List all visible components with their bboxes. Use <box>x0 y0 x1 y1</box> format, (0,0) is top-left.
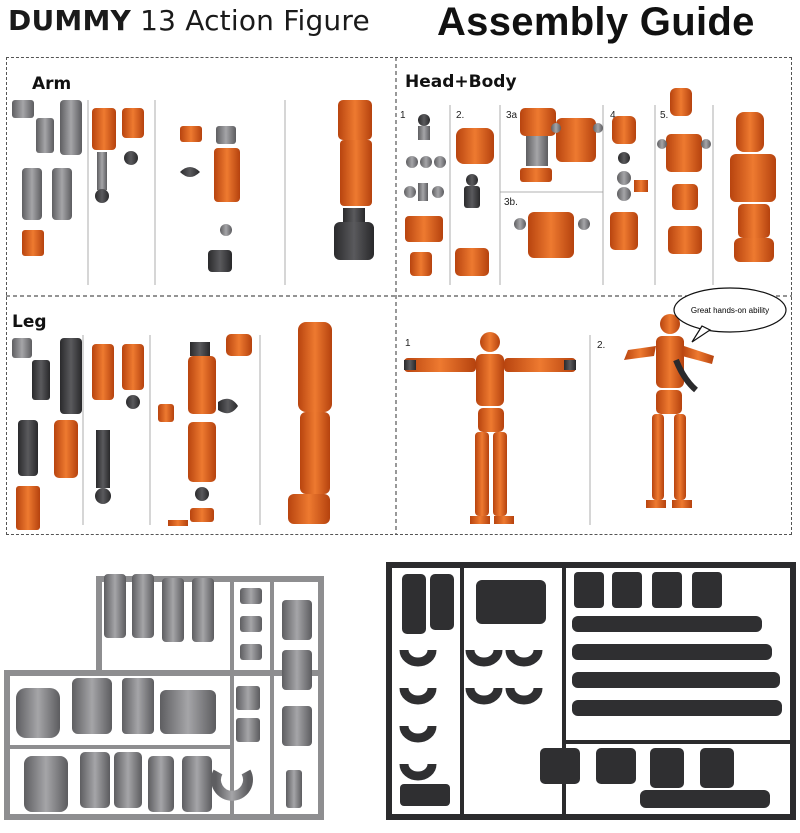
section-label-arm: Arm <box>32 74 72 94</box>
step-dividers <box>82 100 714 525</box>
speech-bubble-text: Great hands-on ability <box>691 306 769 315</box>
step-number: 4. <box>610 110 619 121</box>
step-number: 2. <box>456 110 465 121</box>
step-number: 3a <box>506 110 518 121</box>
head-body-parts <box>404 88 776 276</box>
black-sprue <box>386 562 796 820</box>
step-number: 3b. <box>504 197 518 208</box>
brand-name: DUMMY <box>8 4 131 37</box>
guide-title: Assembly Guide <box>437 0 755 44</box>
panel-dividers <box>6 57 792 535</box>
arm-parts <box>12 100 374 272</box>
step-number: 5. <box>660 110 669 121</box>
leg-parts <box>12 322 332 530</box>
figure-tpose <box>404 332 576 524</box>
section-label-leg: Leg <box>12 312 47 332</box>
step-number: 1 <box>405 338 411 349</box>
product-title: DUMMY 13 Action Figure <box>8 4 370 37</box>
step-number: 1 <box>400 110 406 121</box>
gray-sprue <box>4 574 324 820</box>
figure-posed: Great hands-on ability <box>624 287 787 508</box>
step-number: 2. <box>597 340 606 351</box>
product-subtitle: 13 Action Figure <box>140 4 370 37</box>
section-label-head-body: Head+Body <box>405 72 517 92</box>
